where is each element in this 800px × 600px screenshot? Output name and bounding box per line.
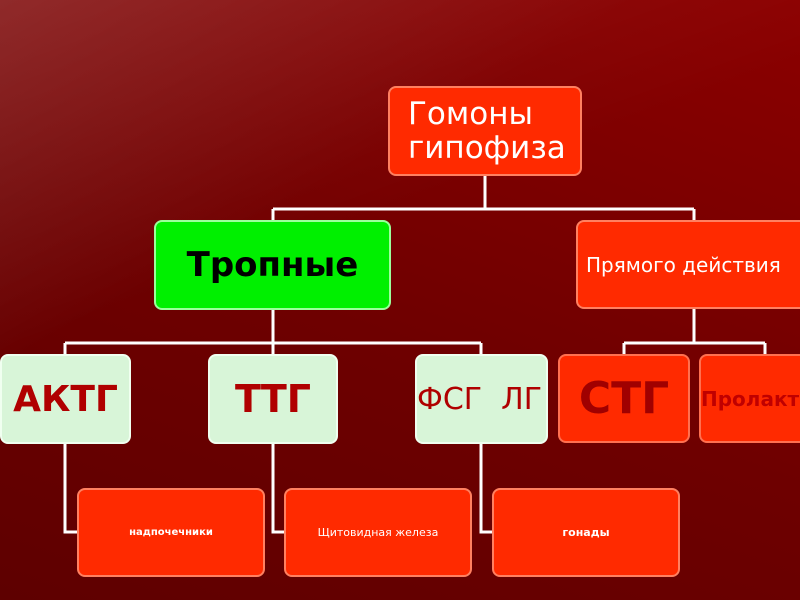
node-adrenal-glands-label: надпочечники bbox=[129, 527, 213, 538]
node-prolactin-label: Пролакти bbox=[701, 386, 800, 411]
node-tropic: Тропные bbox=[154, 220, 391, 310]
connector-fsg-leaf bbox=[479, 444, 492, 534]
connector-ttg-leaf bbox=[271, 444, 284, 534]
node-stg: СТГ bbox=[558, 354, 690, 443]
node-fsg-lg: ФСГ ЛГ bbox=[415, 354, 548, 444]
node-tropic-label: Тропные bbox=[186, 245, 359, 285]
node-fsg-lg-label: ФСГ ЛГ bbox=[417, 381, 542, 417]
node-ttg: ТТГ bbox=[208, 354, 338, 444]
node-prolactin: Пролакти bbox=[699, 354, 800, 443]
node-aktg-label: АКТГ bbox=[13, 378, 118, 420]
node-direct-action-label: Прямого действия bbox=[586, 252, 781, 277]
node-stg-label: СТГ bbox=[578, 373, 670, 424]
node-thyroid-gland: Щитовидная железа bbox=[284, 488, 472, 577]
node-aktg: АКТГ bbox=[0, 354, 131, 444]
node-ttg-label: ТТГ bbox=[234, 377, 312, 421]
connector-aktg-leaf bbox=[63, 444, 77, 534]
node-direct-action: Прямого действия bbox=[576, 220, 800, 309]
node-thyroid-gland-label: Щитовидная железа bbox=[317, 526, 439, 539]
node-gonads-label: гонады bbox=[562, 526, 610, 539]
node-adrenal-glands: надпочечники bbox=[77, 488, 265, 577]
node-gonads: гонады bbox=[492, 488, 680, 577]
node-pituitary-hormones-label: Гомоны гипофиза bbox=[408, 96, 566, 166]
node-pituitary-hormones: Гомоны гипофиза bbox=[388, 86, 582, 176]
